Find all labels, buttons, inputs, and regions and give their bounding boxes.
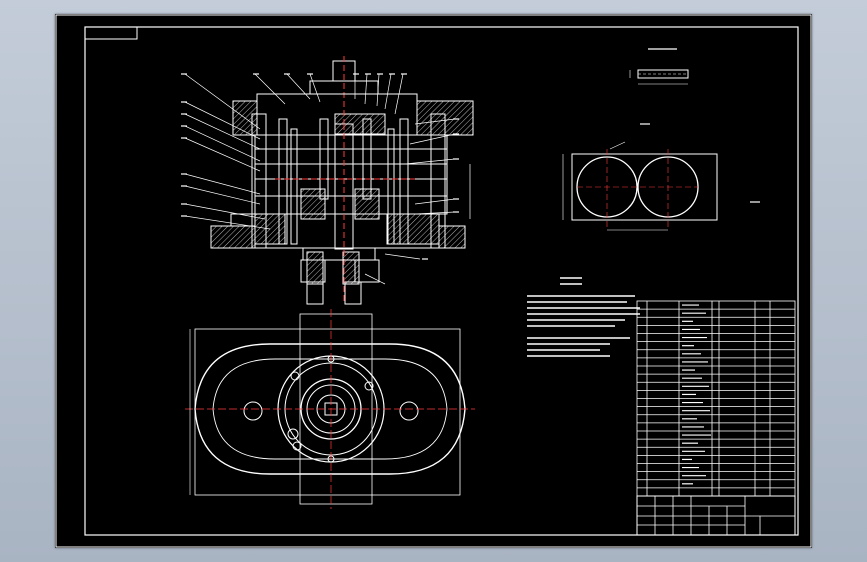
strip-layout-view bbox=[562, 123, 760, 231]
label-box-top-left bbox=[84, 26, 138, 40]
part-detail-view bbox=[629, 48, 689, 85]
section-view bbox=[181, 56, 474, 305]
cad-drawing bbox=[55, 14, 812, 548]
title-block bbox=[636, 495, 796, 536]
inner-border bbox=[84, 26, 799, 536]
drawing-sheet bbox=[55, 14, 812, 548]
bill-of-materials bbox=[636, 300, 796, 497]
technical-notes bbox=[527, 277, 640, 357]
outer-frame bbox=[55, 14, 812, 548]
plan-view bbox=[185, 309, 475, 509]
